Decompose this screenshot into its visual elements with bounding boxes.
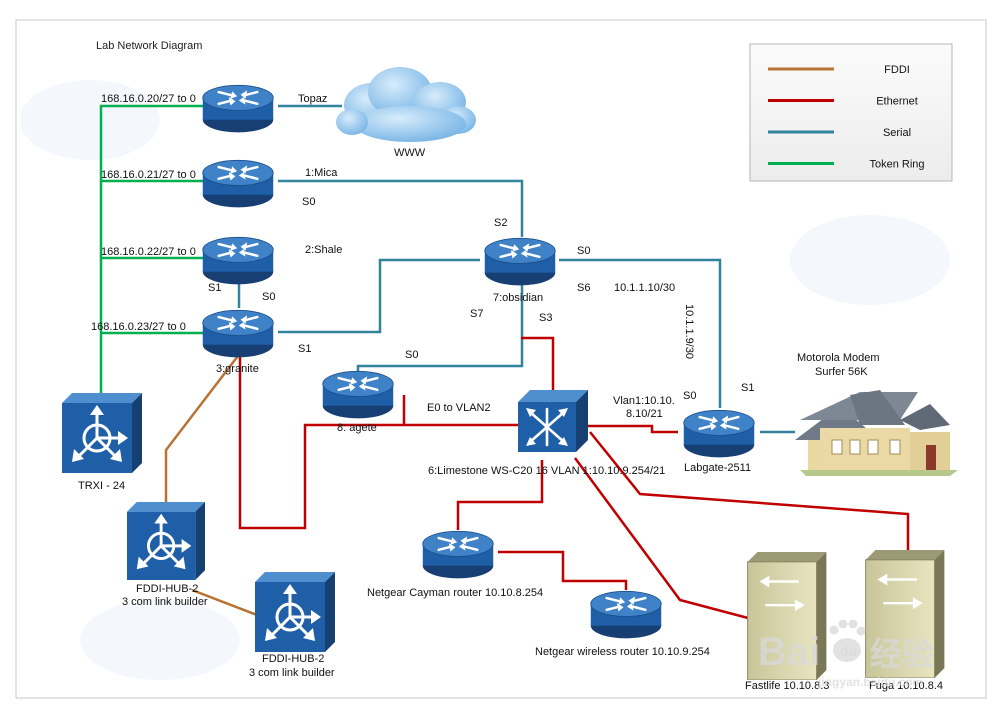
ethernet-links [238,336,910,620]
port-agate-s0: S0 [405,349,418,361]
addr-label-23: 168.16.0.23/27 to 0 [91,321,186,333]
hub-fddi-1-name: FDDI-HUB-2 [136,583,198,595]
router-labgate-label: Labgate-2511 [684,462,751,474]
router-obsidian-label: 7:obsidian [493,292,543,304]
port-obsidian-s3: S3 [539,312,552,324]
router-topaz-icon [201,83,275,134]
watermark-cn: 经验 [870,636,934,672]
port-labgate-s1: S1 [741,382,754,394]
addr-label-22: 168.16.0.22/27 to 0 [101,246,196,258]
router-shale-label: 2:Shale [305,244,342,256]
watermark-url: jingyan.baidu.com [817,675,923,689]
watermark: Bai du 经验 jingyan.baidu.com [758,619,934,689]
addr-label-21: 168.16.0.21/27 to 0 [101,169,196,181]
router-topaz-label: Topaz [298,93,327,105]
fddi-links [164,351,258,617]
serial-links [237,104,795,434]
port-obsidian-s2: S2 [494,217,507,229]
port-obsidian-s0: S0 [577,245,590,257]
legend-box [749,43,953,182]
legend-label-token_ring: Token Ring [869,159,924,171]
router-agate-icon [321,369,395,420]
port-mica-s0: S0 [302,196,315,208]
port-labgate-s0: S0 [683,390,696,402]
vlan-label-line2: 8.10/21 [626,408,663,420]
port-shale-s1: S1 [208,282,221,294]
router-agate-label: 8: agete [337,422,377,434]
router-cayman-icon [421,529,495,580]
token-ring-links [99,104,203,394]
modem-label-line2: Surfer 56K [815,366,868,378]
watermark-paw-icon [829,619,866,662]
internet-cloud-icon [336,67,476,142]
watermark-paw-text: du [840,643,857,659]
router-wireless-label: Netgear wireless router 10.10.9.254 [535,646,710,658]
port-shale-s0: S0 [262,291,275,303]
router-wireless-icon [589,589,663,640]
e0-vlan2-label: E0 to VLAN2 [427,402,491,414]
port-granite-s1: S1 [298,343,311,355]
addr-label-20: 168.16.0.20/27 to 0 [101,93,196,105]
serial-addr-a: 10.1.1.10/30 [614,282,675,294]
hub-fddi-2-name: FDDI-HUB-2 [262,653,324,665]
legend-label-fddi: FDDI [884,64,910,76]
diagram-title: Lab Network Diagram [96,40,202,52]
hub-trxi-icon [60,393,144,473]
router-mica-label: 1:Mica [305,167,338,179]
router-shale-icon [201,235,275,286]
port-obsidian-s6: S6 [577,282,590,294]
hub-trxi-label: TRXI - 24 [78,480,125,492]
legend-label-ethernet: Ethernet [876,96,918,108]
serial-addr-b: 10.1.1.9/30 [683,304,695,359]
server-fastlife-label: Fastlife 10.10.8.3 [745,680,829,692]
hub-fddi-2-sub: 3 com link builder [249,667,335,679]
background-cloud-decor [20,80,950,680]
hub-fddi-2-icon [253,572,337,652]
vlan-label-line1: Vlan1:10.10. [613,395,675,407]
switch-limestone-icon [518,390,588,452]
cloud-label: WWW [394,147,426,159]
port-obsidian-s7: S7 [470,308,483,320]
switch-limestone-label: 6:Limestone WS-C20 16 VLAN 1:10.10.9.254… [428,465,665,477]
hub-fddi-1-sub: 3 com link builder [122,596,208,608]
router-granite-label: 3:granite [216,363,259,375]
router-mica-icon [201,158,275,209]
router-cayman-label: Netgear Cayman router 10.10.8.254 [367,587,543,599]
router-granite-icon [201,308,275,359]
modem-house-icon [795,390,958,476]
watermark-brand: Bai [758,630,820,674]
router-obsidian-icon [483,236,557,287]
router-labgate-icon [682,408,756,459]
modem-label-line1: Motorola Modem [797,352,880,364]
legend-label-serial: Serial [883,127,911,139]
hub-fddi-1-icon [125,502,207,580]
server-fuga-label: Fuga 10.10.8.4 [869,680,943,692]
